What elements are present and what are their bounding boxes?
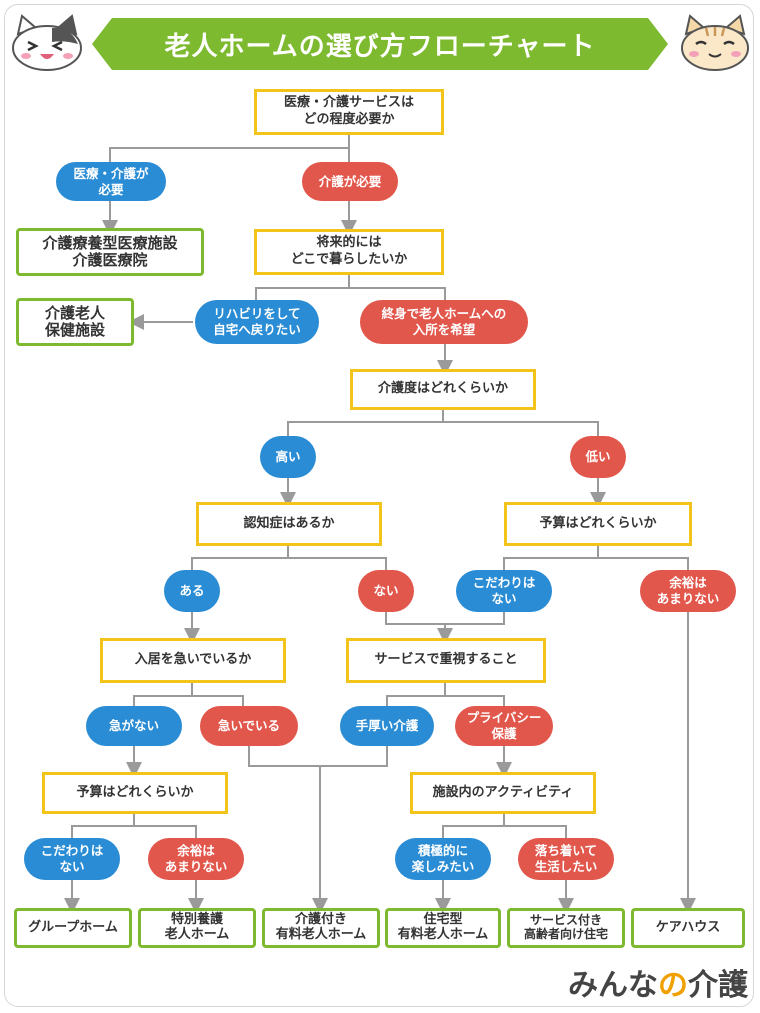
site-logo: みんなの介護 bbox=[568, 968, 748, 1003]
title-banner bbox=[92, 18, 668, 70]
answer-attentive-care: 手厚い介護 bbox=[340, 706, 434, 746]
cat-left-icon bbox=[12, 14, 82, 71]
answer-no-preference-2: こだわりは ない bbox=[24, 838, 120, 880]
question-future-living: 将来的には どこで暮らしたいか bbox=[254, 229, 444, 275]
result-group-home: グループホーム bbox=[14, 908, 132, 948]
answer-rehab-return-home: リハビリをして 自宅へ戻りたい bbox=[195, 300, 319, 344]
answer-care-needed: 介護が必要 bbox=[302, 162, 398, 201]
answer-live-calmly: 落ち着いて 生活したい bbox=[518, 838, 614, 880]
answer-high: 高い bbox=[260, 436, 316, 478]
question-budget-2: 予算はどれくらいか bbox=[42, 772, 228, 814]
cat-right-icon bbox=[681, 14, 749, 71]
result-special-nursing-home: 特別養護 老人ホーム bbox=[138, 908, 256, 948]
answer-low: 低い bbox=[570, 436, 626, 478]
question-urgency: 入居を急いでいるか bbox=[100, 638, 286, 683]
question-care-level-needed: 医療・介護サービスは どの程度必要か bbox=[254, 89, 444, 135]
question-service-priority: サービスで重視すること bbox=[346, 638, 546, 683]
result-medical-care-facility: 介護療養型医療施設 介護医療院 bbox=[16, 228, 204, 276]
result-geriatric-health-facility: 介護老人 保健施設 bbox=[16, 298, 134, 346]
result-residential-paid-home: 住宅型 有料老人ホーム bbox=[385, 908, 501, 948]
result-care-paid-home: 介護付き 有料老人ホーム bbox=[262, 908, 380, 948]
answer-enjoy-actively: 積極的に 楽しみたい bbox=[395, 838, 491, 880]
answer-no-dementia: ない bbox=[358, 570, 414, 612]
result-care-house: ケアハウス bbox=[631, 908, 745, 948]
answer-yes-dementia: ある bbox=[164, 570, 220, 612]
answer-not-urgent: 急がない bbox=[86, 706, 182, 746]
question-care-degree: 介護度はどれくらいか bbox=[350, 369, 536, 410]
question-activities: 施設内のアクティビティ bbox=[410, 772, 596, 814]
question-dementia: 認知症はあるか bbox=[196, 502, 382, 546]
answer-limited-budget-2: 余裕は あまりない bbox=[148, 838, 244, 880]
result-serviced-senior-housing: サービス付き 高齢者向け住宅 bbox=[507, 908, 625, 948]
page-title: 老人ホームの選び方フローチャート bbox=[164, 31, 596, 62]
answer-lifelong-home: 終身で老人ホームへの 入所を希望 bbox=[360, 300, 528, 344]
question-budget-1: 予算はどれくらいか bbox=[504, 502, 692, 546]
answer-privacy: プライバシー 保護 bbox=[455, 706, 553, 746]
answer-medical-care-needed: 医療・介護が 必要 bbox=[56, 162, 166, 201]
page-frame bbox=[4, 4, 754, 1007]
answer-urgent: 急いでいる bbox=[200, 706, 298, 746]
answer-no-preference-1: こだわりは ない bbox=[456, 570, 552, 612]
answer-limited-budget-1: 余裕は あまりない bbox=[640, 570, 736, 612]
